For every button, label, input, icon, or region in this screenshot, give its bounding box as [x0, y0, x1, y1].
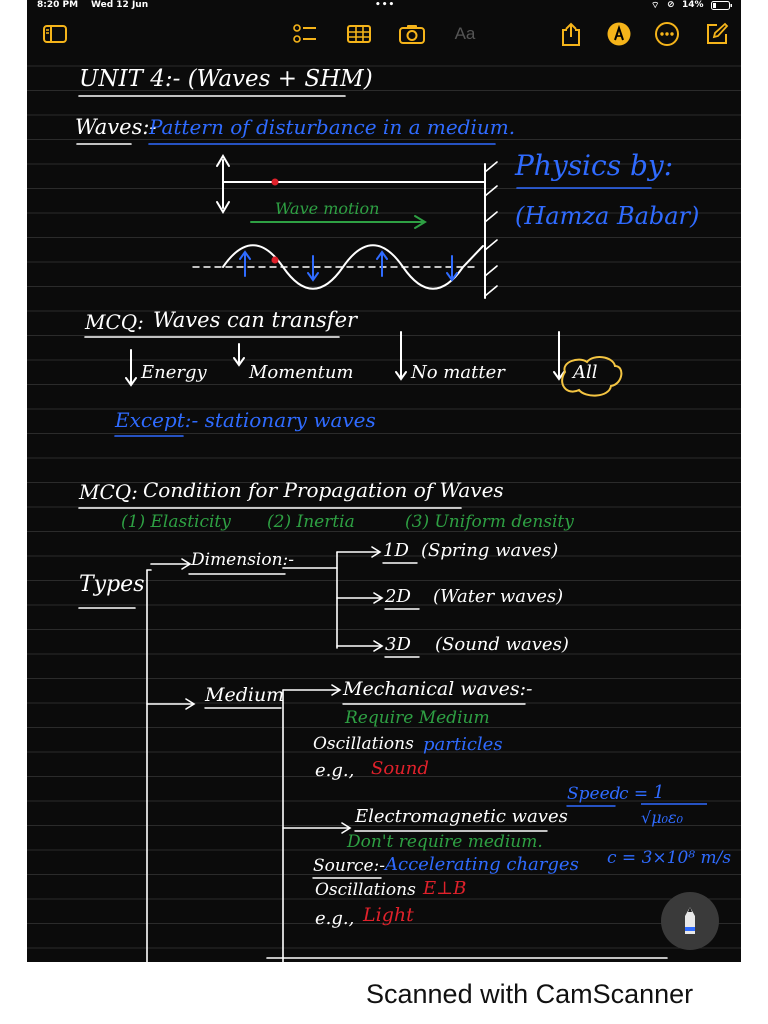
- unit-title: UNIT 4:- (Waves + SHM): [79, 66, 373, 92]
- dim-2d: 2D: [385, 586, 411, 607]
- pencil-tool-button[interactable]: [661, 892, 719, 950]
- battery-icon: [711, 1, 733, 13]
- table-button[interactable]: [345, 22, 373, 46]
- speed-numerator: 1: [653, 782, 665, 803]
- camscanner-watermark: Scanned with CamScanner: [366, 979, 694, 1009]
- notes-screen: 8:20 PM Wed 12 Jun ••• ⌔ ⊘ 14% Aa: [27, 0, 741, 962]
- em-example-label: e.g.,: [315, 908, 355, 929]
- speed-denominator: √μ₀ε₀: [641, 808, 684, 827]
- em-oscillations-value: E⊥B: [423, 878, 467, 899]
- battery-percent: 14%: [682, 0, 704, 10]
- dim-1d-example: (Spring waves): [421, 540, 559, 561]
- mechanical-example-value: Sound: [371, 758, 429, 779]
- speed-label: Speed: [567, 784, 621, 804]
- dim-2d-example: (Water waves): [433, 586, 564, 607]
- mcq2-question: Condition for Propagation of Waves: [143, 478, 504, 502]
- more-options-icon: [655, 22, 679, 46]
- sidebar-toggle-button[interactable]: [41, 22, 69, 46]
- em-source-value: Accelerating charges: [385, 854, 579, 875]
- credit-line-2: (Hamza Babar): [515, 202, 700, 230]
- mechanical-example-label: e.g.,: [315, 760, 355, 781]
- condition-inertia: (2) Inertia: [267, 512, 355, 532]
- option-energy: Energy: [141, 362, 207, 383]
- option-no-matter: No matter: [411, 362, 505, 383]
- types-label: Types: [79, 572, 145, 597]
- dimension-label: Dimension:-: [191, 550, 295, 570]
- option-momentum: Momentum: [249, 362, 354, 383]
- wave-motion-label: Wave motion: [275, 199, 380, 218]
- dim-3d-example: (Sound waves): [435, 634, 569, 655]
- camera-button[interactable]: [398, 22, 426, 46]
- mechanical-requirement: Require Medium: [345, 708, 490, 728]
- medium-label: Medium: [205, 684, 285, 706]
- em-source-label: Source:-: [313, 856, 386, 876]
- ruled-lines: [27, 65, 741, 949]
- checklist-button[interactable]: [291, 22, 319, 46]
- wifi-icon: ⌔: [651, 1, 660, 11]
- all-highlight-cloud: [561, 356, 623, 397]
- condition-elasticity: (1) Elasticity: [121, 512, 231, 532]
- em-example-value: Light: [363, 904, 414, 926]
- multitasking-dots[interactable]: •••: [375, 0, 396, 10]
- share-icon: [562, 22, 580, 46]
- text-format-button[interactable]: Aa: [454, 24, 476, 43]
- speed-value: c = 3×10⁸ m/s: [607, 848, 732, 868]
- mcq1-question: Waves can transfer: [153, 308, 358, 332]
- wall-hatching: [484, 161, 498, 297]
- particle-dot: [271, 178, 279, 186]
- markup-pen-icon: [607, 22, 631, 46]
- sine-wave: [222, 244, 484, 290]
- credit-line-1: Physics by:: [515, 149, 674, 182]
- sidebar-icon: [43, 25, 67, 43]
- waves-definition: Pattern of disturbance in a medium.: [149, 115, 516, 139]
- share-button[interactable]: [557, 22, 585, 46]
- exception-note: Except:- stationary waves: [115, 408, 376, 432]
- camera-icon: [399, 25, 425, 44]
- more-options-button[interactable]: [653, 22, 681, 46]
- condition-uniform-density: (3) Uniform density: [405, 512, 574, 532]
- mcq1-label: MCQ:: [85, 310, 144, 334]
- dim-1d: 1D: [383, 540, 409, 561]
- em-requirement: Don't require medium.: [347, 832, 543, 852]
- status-date: Wed 12 Jun: [91, 0, 149, 10]
- em-oscillations-label: Oscillations: [315, 880, 416, 900]
- notes-toolbar: Aa: [27, 16, 741, 52]
- status-time: 8:20 PM: [37, 0, 79, 10]
- compose-button[interactable]: [703, 22, 731, 46]
- checklist-icon: [293, 24, 316, 43]
- pencil-icon: [685, 907, 695, 934]
- mechanical-title: Mechanical waves:-: [343, 678, 533, 700]
- drawing-canvas[interactable]: [27, 0, 741, 962]
- markup-button[interactable]: [605, 22, 633, 46]
- particle-dot-on-wave: [271, 256, 279, 264]
- mcq2-label: MCQ:: [79, 480, 138, 504]
- waves-label: Waves:-: [75, 115, 157, 139]
- mechanical-oscillations-value: particles: [423, 734, 503, 755]
- orientation-lock-icon: ⊘: [667, 0, 675, 10]
- compose-icon: [707, 22, 729, 44]
- mechanical-oscillations-label: Oscillations: [313, 734, 414, 754]
- wave-diagram: [192, 154, 498, 299]
- dim-3d: 3D: [385, 634, 411, 655]
- em-title: Electromagnetic waves: [355, 806, 568, 827]
- status-bar: 8:20 PM Wed 12 Jun ••• ⌔ ⊘ 14%: [27, 0, 741, 12]
- table-icon: [347, 25, 371, 43]
- option-all: All: [573, 362, 598, 383]
- speed-formula-lhs: c =: [619, 784, 649, 804]
